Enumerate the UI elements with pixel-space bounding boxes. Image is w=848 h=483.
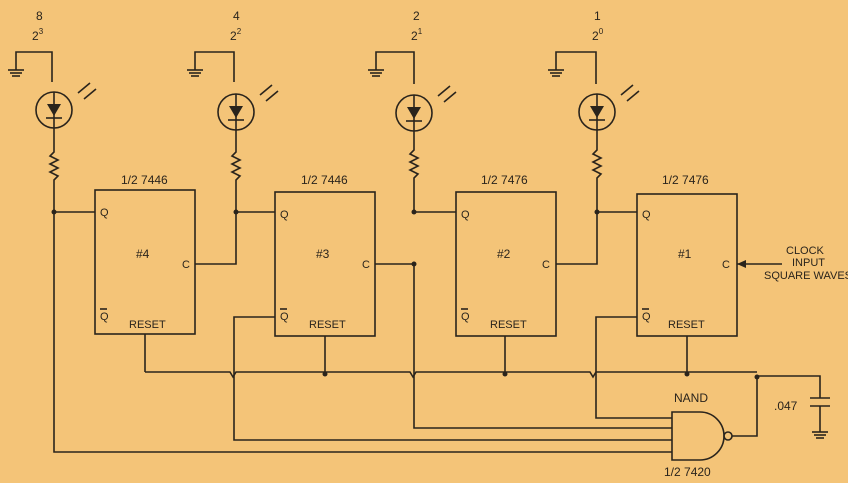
led-icon xyxy=(217,84,279,131)
weight-label-1: 1 xyxy=(594,9,601,23)
clock-label-line1: CLOCK xyxy=(786,245,825,257)
clock-label-line2: INPUT xyxy=(792,257,825,269)
ground-icon xyxy=(812,431,828,439)
nand-gate xyxy=(671,377,758,461)
ff4-reset-label: RESET xyxy=(129,319,166,331)
chip-label-ff3: 1/2 7446 xyxy=(301,173,348,187)
ff1-qbar-label: Q xyxy=(642,311,651,323)
resistor-icon xyxy=(591,130,603,212)
led-4-ground-wire xyxy=(15,51,53,82)
flip-flop-2 xyxy=(455,191,557,337)
resistor-icon xyxy=(48,128,60,212)
stage-4: 8 23 1/2 7446 Q #4 C Q RESET xyxy=(8,9,196,372)
flip-flop-3 xyxy=(274,191,376,337)
ff1-reset-label: RESET xyxy=(668,319,705,331)
ground-icon xyxy=(187,69,203,77)
weight-label-4: 4 xyxy=(233,9,240,23)
weight-label-2: 2 xyxy=(413,9,420,23)
reset-bus xyxy=(145,371,821,398)
ff1-id: #1 xyxy=(678,247,692,261)
power-label-2-3: 23 xyxy=(32,27,44,43)
ff2-id: #2 xyxy=(497,247,511,261)
nand-input-wires xyxy=(53,212,672,453)
stage-3: 4 22 1/2 7446 Q #3 C Q RESET xyxy=(187,9,376,377)
stage-2: 2 21 1/2 7476 Q #2 C Q RESET xyxy=(368,9,557,377)
ff2-c-label: C xyxy=(542,259,550,271)
ground-icon xyxy=(368,69,384,77)
clock-label-line3: SQUARE WAVES xyxy=(764,270,848,282)
ff4-id: #4 xyxy=(136,247,150,261)
resistor-icon xyxy=(408,131,420,212)
ff1-c-label: C xyxy=(722,259,730,271)
resistor-icon xyxy=(230,130,242,212)
clock-input: CLOCK INPUT SQUARE WAVES xyxy=(737,245,848,282)
ff3-id: #3 xyxy=(316,247,330,261)
chip-label-ff1: 1/2 7476 xyxy=(662,173,709,187)
ff4-c-label: C xyxy=(182,259,190,271)
weight-label-8: 8 xyxy=(36,9,43,23)
ff1-q-label: Q xyxy=(642,209,651,221)
chip-label-ff4: 1/2 7446 xyxy=(121,173,168,187)
ff2-q-label: Q xyxy=(461,209,470,221)
ff4-qbar-label: Q xyxy=(100,311,109,323)
ground-icon xyxy=(8,69,24,77)
power-label-2-0: 20 xyxy=(592,27,604,43)
ground-icon xyxy=(548,69,564,77)
led-icon xyxy=(395,85,457,132)
capacitor-icon xyxy=(810,397,830,432)
led-icon xyxy=(35,82,97,129)
ff3-c-label: C xyxy=(362,259,370,271)
power-label-2-2: 22 xyxy=(230,27,242,43)
nand-chip-label: 1/2 7420 xyxy=(664,465,711,479)
ff2-qbar-label: Q xyxy=(461,311,470,323)
chip-label-ff2: 1/2 7476 xyxy=(481,173,528,187)
stage-1: 1 20 1/2 7476 Q #1 C Q RESET xyxy=(548,9,738,377)
ff4-q-label: Q xyxy=(100,207,109,219)
ff3-q-label: Q xyxy=(280,209,289,221)
ff3-reset-label: RESET xyxy=(309,319,346,331)
ff2-reset-label: RESET xyxy=(490,319,527,331)
capacitor-label: .047 xyxy=(774,399,798,413)
led-icon xyxy=(578,84,640,131)
nand-label: NAND xyxy=(674,391,708,405)
power-label-2-1: 21 xyxy=(411,27,423,43)
flip-flop-4 xyxy=(94,189,196,335)
ff3-qbar-label: Q xyxy=(280,311,289,323)
